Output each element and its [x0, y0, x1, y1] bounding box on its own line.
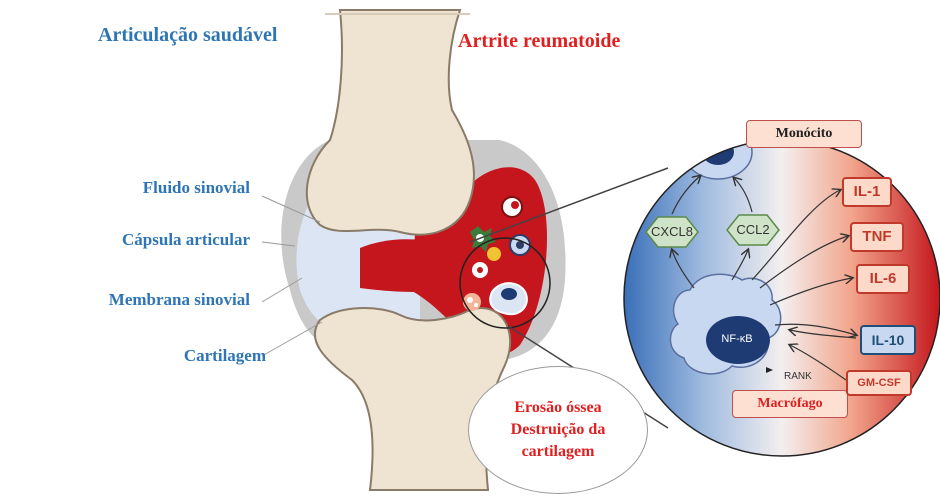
cxcl8-label: CXCL8 — [646, 224, 698, 239]
il10-box: IL-10 — [860, 325, 916, 355]
gm-csf-box: GM-CSF — [846, 370, 912, 396]
rank-label: RANK — [784, 371, 812, 382]
macrophage-label: Macrófago — [732, 390, 848, 418]
healthy-joint-title: Articulação saudável — [98, 24, 277, 47]
il1-box: IL-1 — [842, 177, 892, 207]
erosion-line-2: Destruição da — [511, 419, 606, 441]
ccl2-label: CCL2 — [727, 222, 779, 237]
label-synovial-membrane: Membrana sinovial — [109, 290, 250, 310]
label-cartilage: Cartilagem — [184, 346, 266, 366]
nfkb-label: NF-κB — [712, 333, 762, 345]
label-synovial-fluid: Fluido sinovial — [143, 178, 250, 198]
erosion-line-3: cartilagem — [522, 441, 595, 463]
label-joint-capsule: Cápsula articular — [122, 230, 250, 250]
rheumatoid-arthritis-title: Artrite reumatoide — [458, 30, 620, 53]
erosion-line-1: Erosão óssea — [514, 397, 601, 419]
monocyte-cell — [684, 125, 752, 179]
tnf-box: TNF — [850, 222, 904, 252]
erosion-callout: Erosão óssea Destruição da cartilagem — [468, 366, 648, 494]
il6-box: IL-6 — [856, 264, 910, 294]
monocyte-label: Monócito — [746, 120, 862, 148]
upper-bone — [307, 10, 474, 235]
